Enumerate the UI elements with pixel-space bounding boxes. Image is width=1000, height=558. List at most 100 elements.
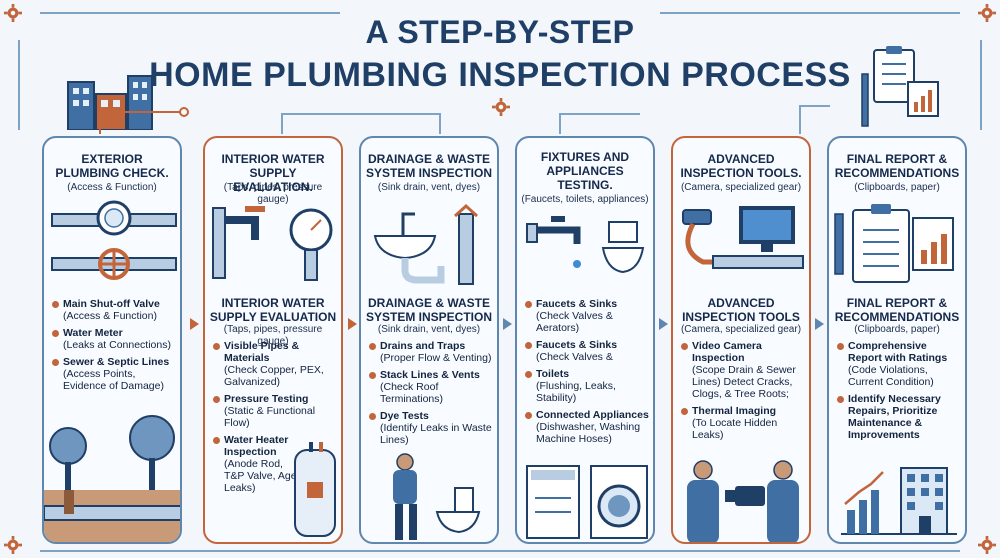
step-panel-6: FINAL REPORT & RECOMMENDATIONS (Clipboar… <box>827 136 967 544</box>
step-subtitle: (Clipboards, paper) <box>854 182 940 193</box>
item-desc: (Access Points, Evidence of Damage) <box>63 368 164 392</box>
water-meter-valve-pipes-icon <box>51 200 177 280</box>
item-name: Dye Tests <box>380 410 429 422</box>
item-name: Comprehensive Report with Ratings <box>848 340 948 364</box>
item-name: Faucets & Sinks <box>536 298 618 310</box>
faucet-toilet-icon <box>526 216 645 274</box>
item-desc: (Check Valves & Aerators) <box>536 310 613 334</box>
item-desc: (Code Violations, Current Condition) <box>848 364 934 388</box>
item-name: Water Heater Inspection <box>224 434 289 458</box>
step-subtitle: (Taps, pipes, pressure gauge) <box>223 182 323 205</box>
arrow-right-icon <box>348 318 357 330</box>
step-panel-3: DRAINAGE & WASTE SYSTEM INSPECTION (Sink… <box>359 136 499 544</box>
gear-icon <box>4 536 22 554</box>
step-title: INTERIOR WATER SUPPLY EVALUATION. <box>221 152 325 194</box>
arrow-right-icon <box>659 318 668 330</box>
item-desc: (Scope Drain & Sewer Lines) Detect Crack… <box>692 364 796 400</box>
item-name: Pressure Testing <box>224 393 309 405</box>
item-name: Sewer & Septic Lines <box>63 356 170 368</box>
item-name: Thermal Imaging <box>692 405 777 417</box>
item-desc: (Anode Rod, T&P Valve, Age, Leaks) <box>224 458 300 494</box>
item-desc: (Flushing, Leaks, Stability) <box>536 380 616 404</box>
step-heading-2: INTERIOR WATER SUPPLY EVALUATION <box>209 296 337 324</box>
step-subtitle: (Camera, specialized gear) <box>680 182 802 193</box>
list-item: Main Shut-off Valve(Access & Function) <box>52 298 176 322</box>
arrow-right-icon <box>815 318 824 330</box>
frame-line-left <box>18 40 20 130</box>
gear-icon <box>492 98 510 116</box>
step-subtitle-2: (Camera, specialized gear) <box>680 324 802 335</box>
list-item: Connected Appliances(Dishwasher, Washing… <box>525 409 649 445</box>
step-subtitle-2: (Taps, pipes, pressure gauge) <box>223 324 323 347</box>
step-subtitle: (Sink drain, vent, dyes) <box>377 182 481 193</box>
frame-line-right <box>980 40 982 130</box>
connector-lines <box>99 105 830 134</box>
list-item: Faucets & Sinks(Check Valves & <box>525 339 649 363</box>
list-item: Toilets(Flushing, Leaks, Stability) <box>525 368 649 404</box>
list-item: Stack Lines & Vents(Check Roof Terminati… <box>369 369 493 405</box>
step-heading-2: FINAL REPORT & RECOMMENDATIONS <box>834 296 960 324</box>
item-name: Identify Necessary Repairs, Prioritize M… <box>848 393 941 441</box>
item-desc: (Access & Function) <box>63 310 157 322</box>
water-heater-icon <box>294 442 336 537</box>
list-item: Identify Necessary Repairs, Prioritize M… <box>837 393 961 441</box>
list-item: Pressure Testing(Static & Functional Flo… <box>213 393 337 429</box>
step-items: Visible Pipes & Materials(Check Copper, … <box>213 340 337 499</box>
item-name: Drains and Traps <box>380 340 466 352</box>
step-heading-2: DRAINAGE & WASTE SYSTEM INSPECTION <box>365 296 493 324</box>
step-items: Comprehensive Report with Ratings(Code V… <box>837 340 961 446</box>
list-item: Water Heater Inspection(Anode Rod, T&P V… <box>213 434 302 494</box>
step-title: DRAINAGE & WASTE SYSTEM INSPECTION <box>365 152 493 180</box>
arrow-right-icon <box>190 318 199 330</box>
gear-icon <box>978 4 996 22</box>
step-subtitle-2: (Clipboards, paper) <box>854 324 940 335</box>
page-title-line2: HOME PLUMBING INSPECTION PROCESS <box>149 56 851 94</box>
list-item: Visible Pipes & Materials(Check Copper, … <box>213 340 337 388</box>
item-name: Main Shut-off Valve <box>63 298 160 310</box>
step-title: FINAL REPORT & RECOMMENDATIONS <box>834 152 960 180</box>
list-item: Faucets & Sinks(Check Valves & Aerators) <box>525 298 649 334</box>
item-desc: (Static & Functional Flow) <box>224 405 316 429</box>
item-name: Connected Appliances <box>536 409 649 421</box>
frame-line-top-left <box>40 12 340 14</box>
clipboard-checklist-icon <box>861 46 939 127</box>
step-items: Main Shut-off Valve(Access & Function) W… <box>52 298 176 397</box>
camera-monitor-icon <box>682 206 804 269</box>
item-desc: (Check Valves & <box>536 351 613 363</box>
item-desc: (Check Roof Terminations) <box>380 381 444 405</box>
trees-underground-pipe-icon <box>44 415 180 542</box>
step-subtitle-2: (Sink drain, vent, dyes) <box>377 324 481 335</box>
step-items: Video Camera Inspection(Scope Drain & Se… <box>681 340 805 446</box>
list-item: Water Meter(Leaks at Connections) <box>52 327 176 351</box>
list-item: Thermal Imaging(To Locate Hidden Leaks) <box>681 405 805 441</box>
list-item: Sewer & Septic Lines(Access Points, Evid… <box>52 356 176 392</box>
item-name: Video Camera Inspection <box>692 340 762 364</box>
item-name: Faucets & Sinks <box>536 339 618 351</box>
item-desc: (Identify Leaks in Waste Lines) <box>380 422 492 446</box>
tap-pressure-gauge-icon <box>212 206 333 281</box>
step-heading-2: ADVANCED INSPECTION TOOLS <box>682 296 800 324</box>
step-panel-4: FIXTURES AND APPLIANCES TESTING. (Faucet… <box>515 136 655 544</box>
step-subtitle: (Faucets, toilets, appliances) <box>521 194 649 205</box>
item-desc: (Proper Flow & Venting) <box>380 352 492 364</box>
step-panel-5: ADVANCED INSPECTION TOOLS. (Camera, spec… <box>671 136 811 544</box>
item-name: Stack Lines & Vents <box>380 369 480 381</box>
frame-line-bottom <box>40 550 960 552</box>
step-panel-2: INTERIOR WATER SUPPLY EVALUATION. (Taps,… <box>203 136 343 544</box>
step-title: ADVANCED INSPECTION TOOLS. <box>680 152 802 180</box>
dishwasher-washing-machine-icon <box>526 465 648 539</box>
list-item: Comprehensive Report with Ratings(Code V… <box>837 340 961 388</box>
step-title: FIXTURES AND APPLIANCES TESTING. <box>540 150 630 192</box>
item-desc: (To Locate Hidden Leaks) <box>692 417 778 441</box>
clipboard-report-icon <box>834 204 954 283</box>
list-item: Dye Tests(Identify Leaks in Waste Lines) <box>369 410 493 446</box>
step-items: Drains and Traps(Proper Flow & Venting) … <box>369 340 493 451</box>
item-desc: (Check Copper, PEX, Galvanized) <box>224 364 324 388</box>
item-desc: (Dishwasher, Washing Machine Hoses) <box>536 421 641 445</box>
gear-icon <box>978 536 996 554</box>
gear-icon <box>4 4 22 22</box>
list-item: Video Camera Inspection(Scope Drain & Se… <box>681 340 805 400</box>
item-name: Toilets <box>536 368 570 380</box>
item-name: Visible Pipes & Materials <box>224 340 300 364</box>
frame-line-top-right <box>660 12 960 14</box>
